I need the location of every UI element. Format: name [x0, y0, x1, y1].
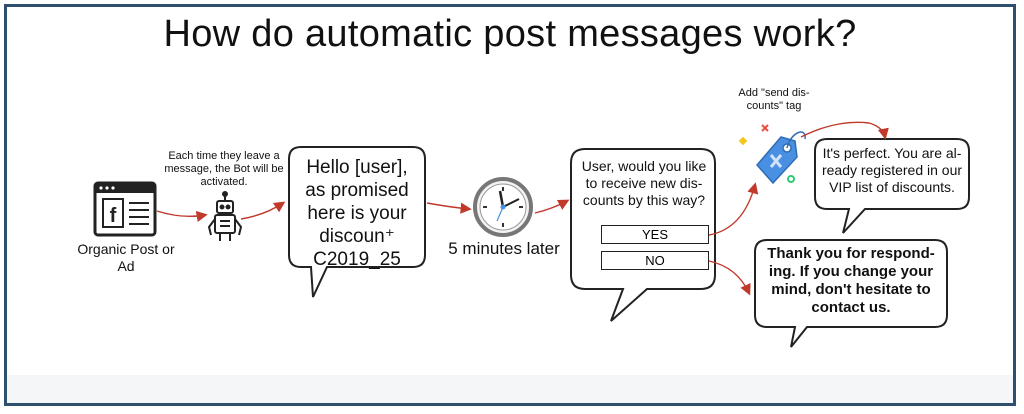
- page-title: How do automatic post messages work?: [163, 13, 857, 55]
- bottom-strip: [7, 375, 1013, 403]
- bot-caption: Each time they leave a message, the Bot …: [164, 150, 284, 188]
- tag-label: Add "send dis-counts" tag: [738, 87, 810, 112]
- perfect-bubble: [814, 138, 970, 234]
- flow-arrows: [156, 121, 889, 296]
- clock-icon: [473, 177, 533, 237]
- yes-option-button[interactable]: YES: [601, 225, 709, 244]
- clock-label: 5 minutes later: [448, 239, 560, 258]
- question-text: User, would you like to receive new dis-…: [581, 158, 707, 208]
- facebook-page-icon: f: [93, 181, 157, 237]
- tag-icon: [738, 124, 806, 185]
- flow-diagram: f: [93, 121, 970, 348]
- message-text: Hello [user], as promised here is your d…: [305, 157, 409, 270]
- thanks-text: Thank you for respond-ing. If you change…: [767, 245, 935, 316]
- robot-icon: [207, 191, 243, 241]
- organic-post-label: Organic Post or Ad: [77, 241, 175, 274]
- thanks-bubble: [754, 239, 948, 348]
- svg-text:f: f: [110, 205, 117, 227]
- perfect-text: It's perfect. You are al-ready registere…: [821, 145, 963, 195]
- no-option-button[interactable]: NO: [601, 251, 709, 270]
- diagram-frame: How do automatic post messages work? f: [4, 4, 1016, 406]
- message-bubble: [288, 146, 426, 298]
